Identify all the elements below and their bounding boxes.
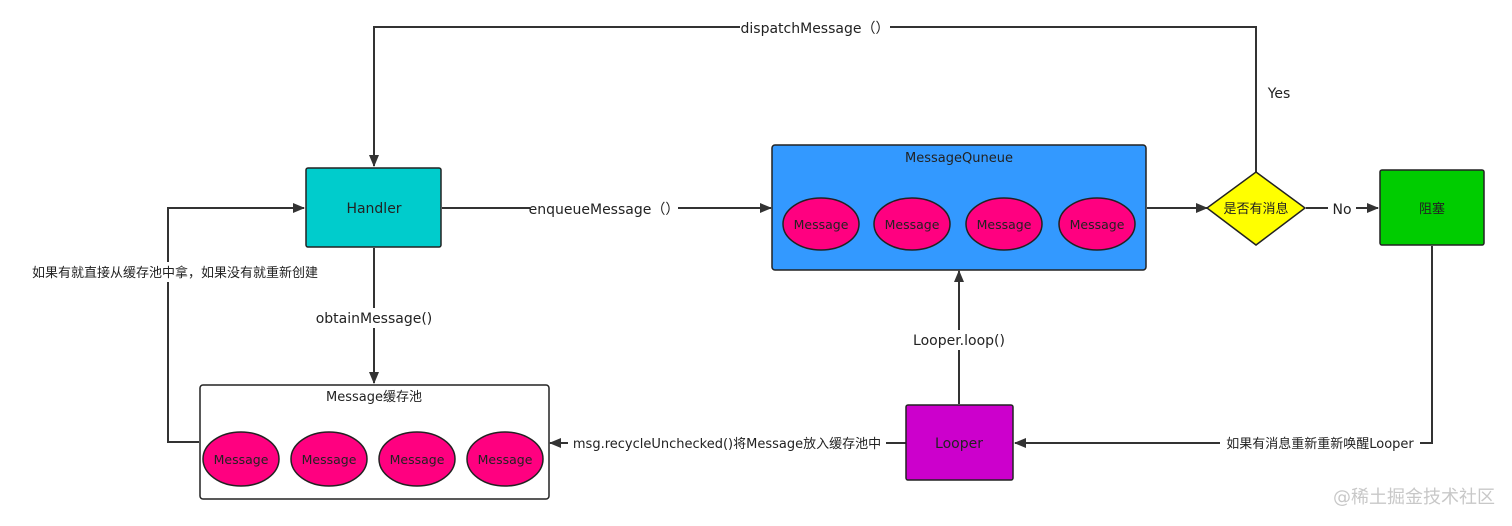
message-pool-item-label: Message bbox=[390, 452, 445, 467]
label-reuse: 如果有就直接从缓存池中拿，如果没有就重新创建 bbox=[14, 262, 336, 282]
watermark-text: @稀土掘金技术社区 bbox=[1333, 487, 1495, 508]
message-pool-item-label: Message bbox=[302, 452, 357, 467]
looper-node: Looper bbox=[905, 404, 1014, 481]
message-pool-node: Message缓存池 Message Message Message Messa… bbox=[199, 384, 550, 500]
looper-label: Looper bbox=[935, 436, 983, 452]
edge-reuse bbox=[167, 203, 305, 443]
label-enqueue: enqueueMessage（） bbox=[529, 198, 680, 218]
decision-label: 是否有消息 bbox=[1223, 201, 1288, 217]
svg-text:enqueueMessage（）: enqueueMessage（） bbox=[529, 202, 680, 218]
label-dispatch: dispatchMessage（） bbox=[740, 17, 890, 37]
svg-text:No: No bbox=[1332, 202, 1351, 218]
looper-box bbox=[905, 404, 1014, 481]
svg-text:dispatchMessage（）: dispatchMessage（） bbox=[741, 21, 890, 37]
message-queue-box bbox=[771, 144, 1147, 271]
message-queue-item-label: Message bbox=[977, 217, 1032, 232]
message-pool-item: Message bbox=[290, 431, 368, 487]
message-queue-item-label: Message bbox=[794, 217, 849, 232]
message-pool-item: Message bbox=[466, 431, 544, 487]
message-pool-item-label: Message bbox=[478, 452, 533, 467]
edge-wake bbox=[1014, 246, 1433, 448]
message-queue-node: MessageQuneue Message Message Message Me… bbox=[771, 144, 1147, 271]
svg-text:obtainMessage(): obtainMessage() bbox=[316, 311, 433, 327]
svg-text:如果有消息重新重新唤醒Looper: 如果有消息重新重新唤醒Looper bbox=[1226, 436, 1414, 452]
blocked-node: 阻塞 bbox=[1379, 169, 1485, 246]
message-queue-title: MessageQuneue bbox=[905, 151, 1013, 166]
message-pool-title: Message缓存池 bbox=[326, 390, 422, 405]
message-queue-item-label: Message bbox=[1070, 217, 1125, 232]
message-queue-item: Message bbox=[1058, 197, 1136, 251]
message-pool-item: Message bbox=[378, 431, 456, 487]
svg-text:Looper.loop(): Looper.loop() bbox=[913, 333, 1005, 349]
handler-label: Handler bbox=[346, 201, 401, 217]
message-pool-item-label: Message bbox=[214, 452, 269, 467]
label-wake: 如果有消息重新重新唤醒Looper bbox=[1220, 433, 1420, 453]
message-pool-item: Message bbox=[202, 431, 280, 487]
blocked-box bbox=[1379, 169, 1485, 246]
message-queue-item: Message bbox=[782, 197, 860, 251]
label-obtain: obtainMessage() bbox=[316, 308, 433, 328]
label-no: No bbox=[1328, 198, 1356, 218]
handler-box bbox=[305, 167, 442, 248]
svg-text:msg.recycleUnchecked()将Message: msg.recycleUnchecked()将Message放入缓存池中 bbox=[573, 437, 881, 452]
svg-text:Yes: Yes bbox=[1267, 86, 1291, 102]
message-queue-item: Message bbox=[873, 197, 951, 251]
decision-node: 是否有消息 bbox=[1205, 171, 1307, 246]
label-loop: Looper.loop() bbox=[912, 330, 1006, 350]
label-yes: Yes bbox=[1267, 86, 1291, 102]
blocked-label: 阻塞 bbox=[1419, 201, 1445, 217]
handler-node: Handler bbox=[305, 167, 442, 248]
message-pool-box bbox=[199, 384, 550, 500]
decision-diamond bbox=[1205, 171, 1307, 246]
label-recycle: msg.recycleUnchecked()将Message放入缓存池中 bbox=[568, 433, 886, 453]
message-queue-item: Message bbox=[965, 197, 1043, 251]
message-queue-item-label: Message bbox=[885, 217, 940, 232]
svg-text:如果有就直接从缓存池中拿，如果没有就重新创建: 如果有就直接从缓存池中拿，如果没有就重新创建 bbox=[32, 265, 318, 281]
